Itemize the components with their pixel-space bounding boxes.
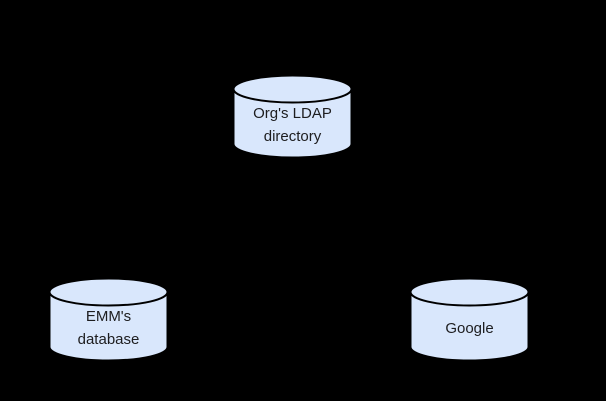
- node-label-line: directory: [263, 128, 322, 145]
- db-cylinder-org-ldap-directory: Org's LDAP directory: [232, 74, 353, 159]
- cylinder-top: [232, 74, 353, 104]
- node-label-line: EMM's: [85, 308, 132, 325]
- node-label: EMM's database: [48, 300, 169, 356]
- node-label-line: database: [77, 331, 140, 348]
- db-cylinder-emm-database: EMM's database: [48, 277, 169, 362]
- node-label-line: Org's LDAP: [253, 105, 332, 122]
- cylinder-top: [48, 277, 169, 307]
- node-label: Google: [409, 300, 530, 356]
- node-label: Org's LDAP directory: [232, 97, 353, 153]
- cylinder-top: [409, 277, 530, 307]
- db-cylinder-google: Google: [409, 277, 530, 362]
- database-cylinder-icon: [48, 277, 169, 362]
- database-cylinder-icon: [232, 74, 353, 159]
- database-cylinder-icon: [409, 277, 530, 362]
- node-label-line: Google: [445, 319, 494, 337]
